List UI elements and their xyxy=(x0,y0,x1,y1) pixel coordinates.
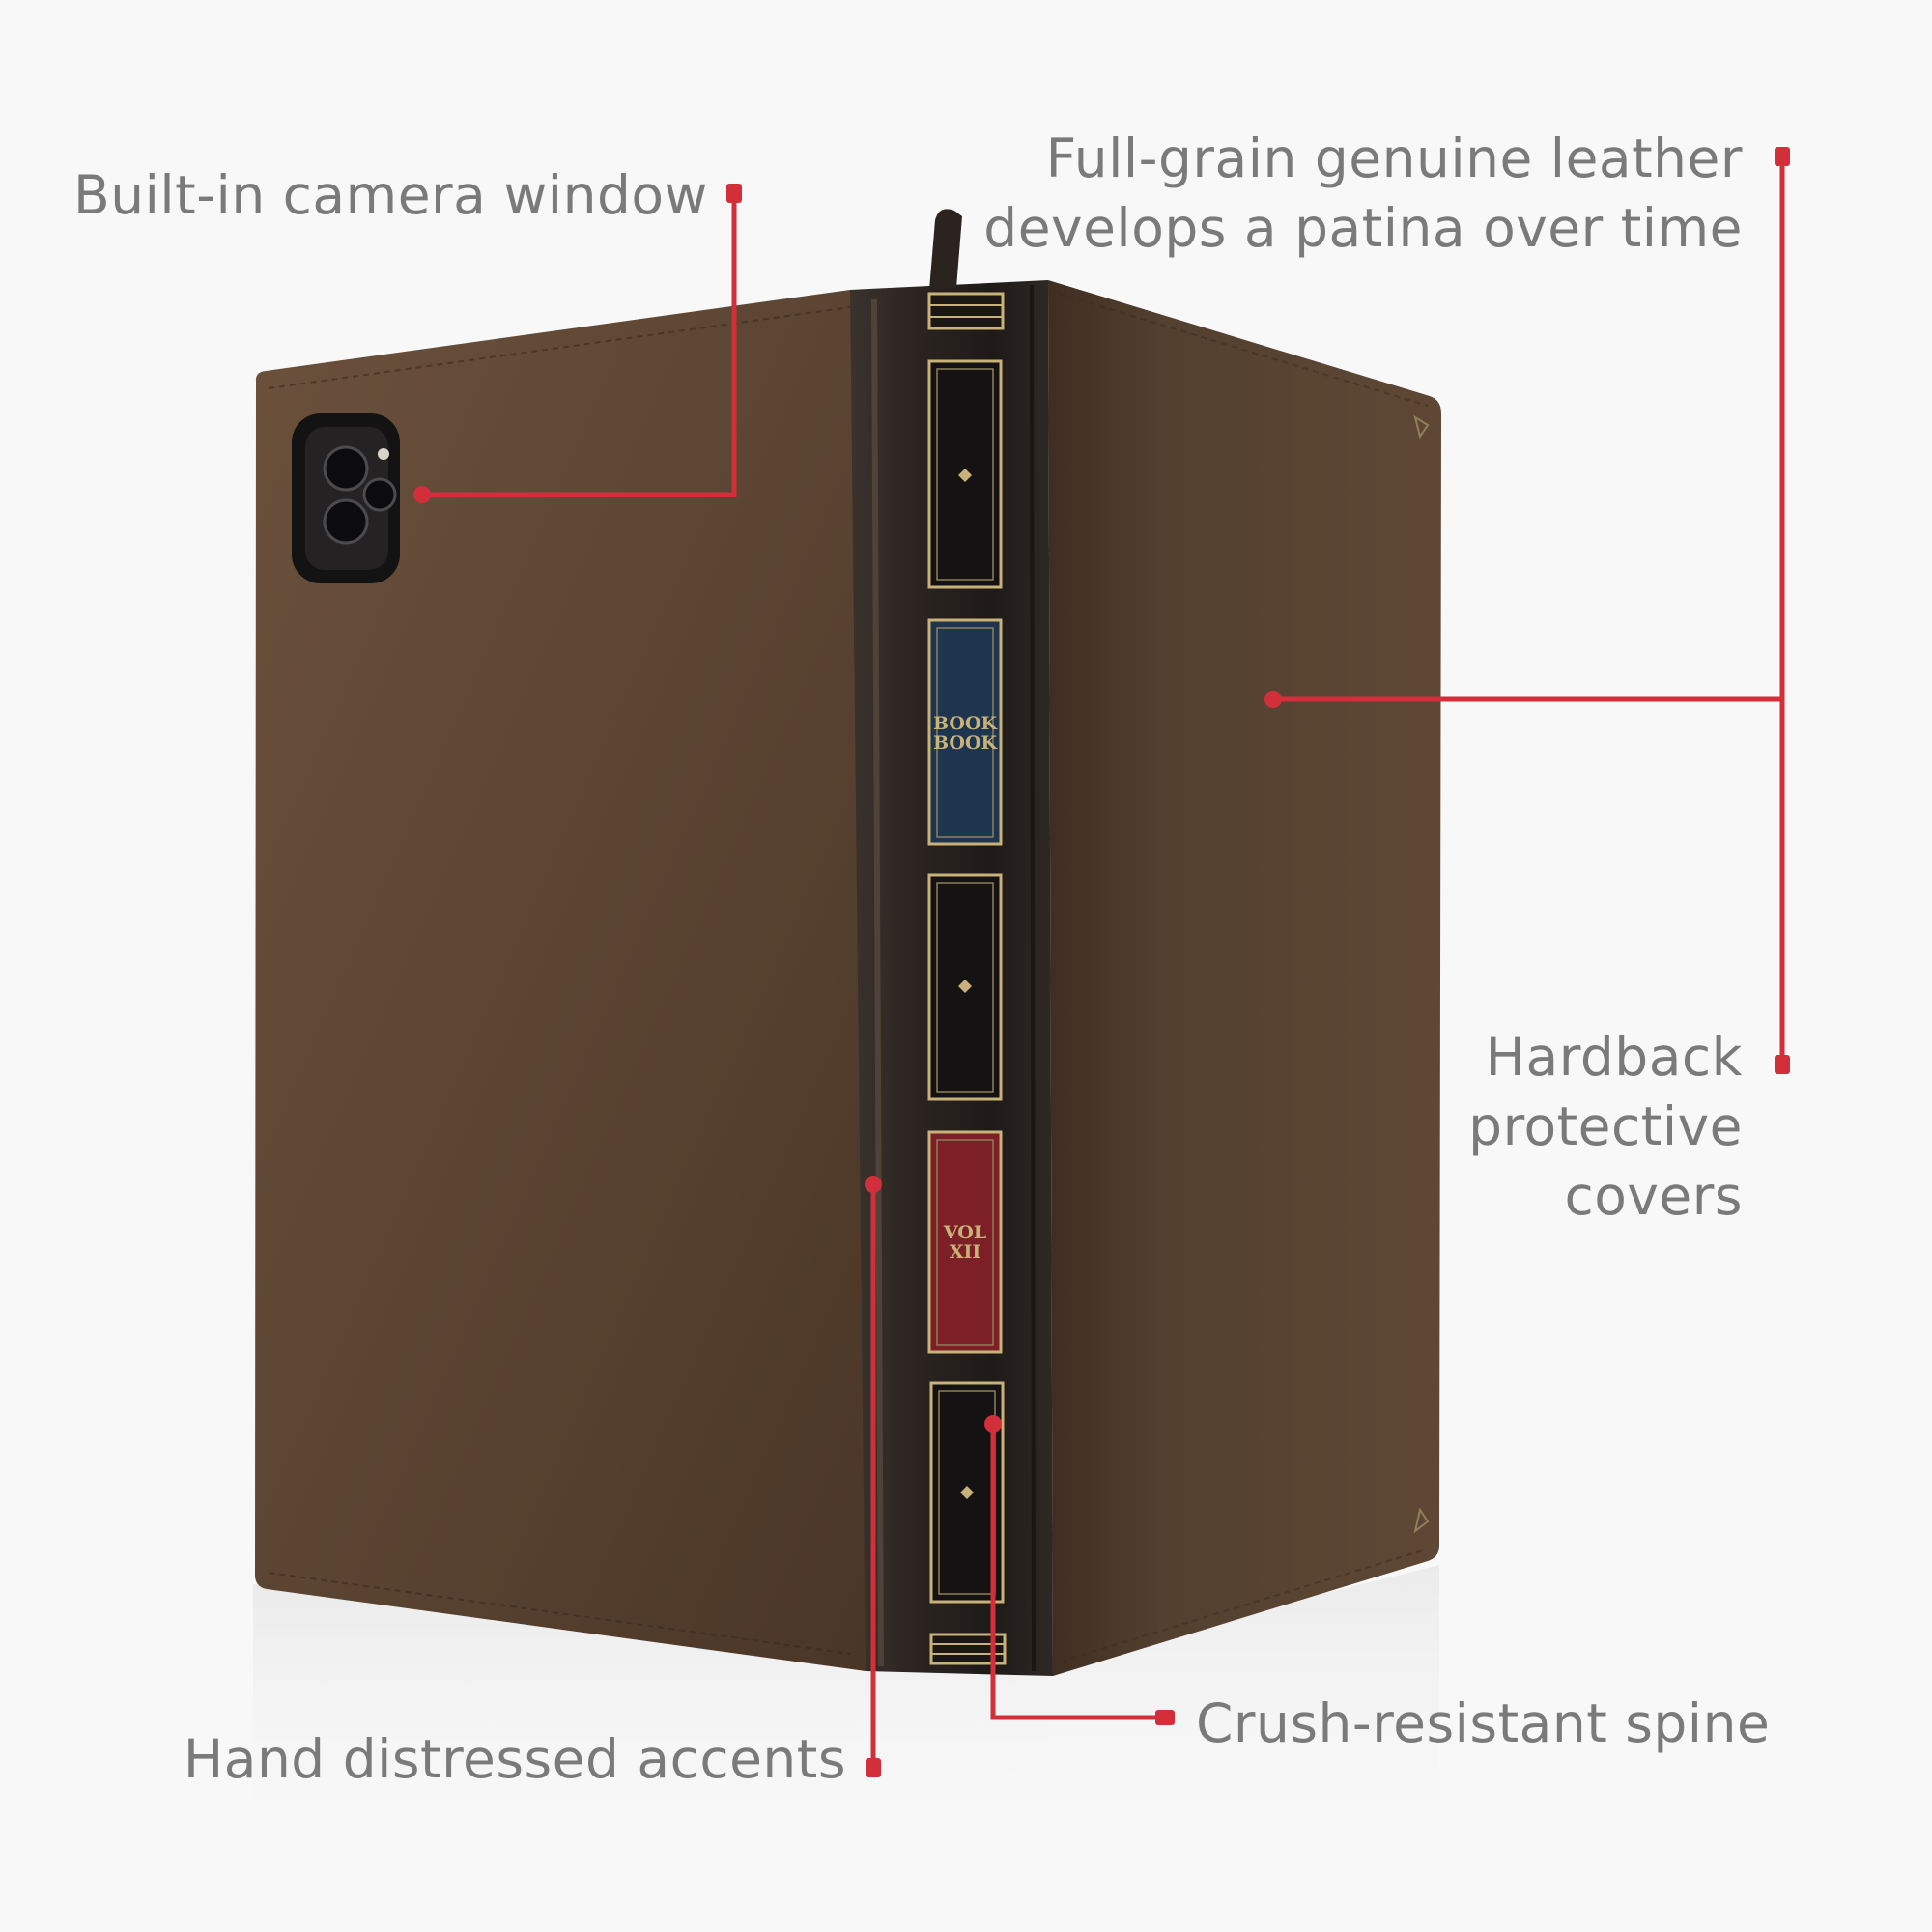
ribbon-tab xyxy=(929,209,962,290)
callout-spine-dot xyxy=(984,1415,1002,1433)
hardback-label-line1: Hardback xyxy=(1485,1026,1743,1088)
callout-distressed-dot xyxy=(865,1176,882,1193)
spine-red-line2: XII xyxy=(950,1241,981,1263)
hardback-label-line2: protective xyxy=(1468,1095,1743,1157)
callout-spine-end xyxy=(1155,1710,1175,1725)
camera-window-label: Built-in camera window xyxy=(72,164,708,226)
front-cover xyxy=(1048,280,1441,1676)
spine-label: Crush-resistant spine xyxy=(1196,1692,1771,1754)
corner-ornament-icon xyxy=(1413,414,1430,1534)
hardback-label: Hardback protective covers xyxy=(1468,1022,1743,1231)
spine-blue-line2: BOOK xyxy=(933,732,999,753)
spine-blue-line1: BOOK xyxy=(933,713,999,734)
callout-camera-line xyxy=(425,193,737,497)
leather-label-line1: Full-grain genuine leather xyxy=(1045,128,1743,189)
callout-leather-end xyxy=(1775,147,1790,166)
distressed-label: Hand distressed accents xyxy=(183,1728,846,1790)
spine-red-line1: VOL xyxy=(943,1222,986,1243)
spine-panel-black-1 xyxy=(927,359,1003,589)
callout-camera-dot xyxy=(413,486,431,503)
callout-lines xyxy=(425,156,1785,1768)
spine-panel-red: VOL XII xyxy=(927,1130,1003,1354)
callout-spine-line xyxy=(990,1424,1166,1720)
hardback-label-line3: covers xyxy=(1564,1165,1743,1227)
spine-panel-blue: BOOK BOOK xyxy=(927,618,1003,846)
leather-label: Full-grain genuine leather develops a pa… xyxy=(983,124,1743,263)
callout-camera-end xyxy=(726,184,742,203)
callout-markers xyxy=(413,147,1790,1777)
callout-hardback-dot xyxy=(1264,691,1282,708)
leather-label-line2: develops a patina over time xyxy=(983,197,1743,259)
callout-distressed-end xyxy=(866,1758,881,1777)
back-cover xyxy=(255,290,866,1671)
callout-hardback-end xyxy=(1775,1055,1790,1074)
spine-panel-black-2 xyxy=(927,873,1003,1101)
spine-top-bands xyxy=(927,292,1005,330)
spine: BOOK BOOK VOL XII xyxy=(850,280,1053,1676)
camera-window-icon xyxy=(292,413,400,583)
